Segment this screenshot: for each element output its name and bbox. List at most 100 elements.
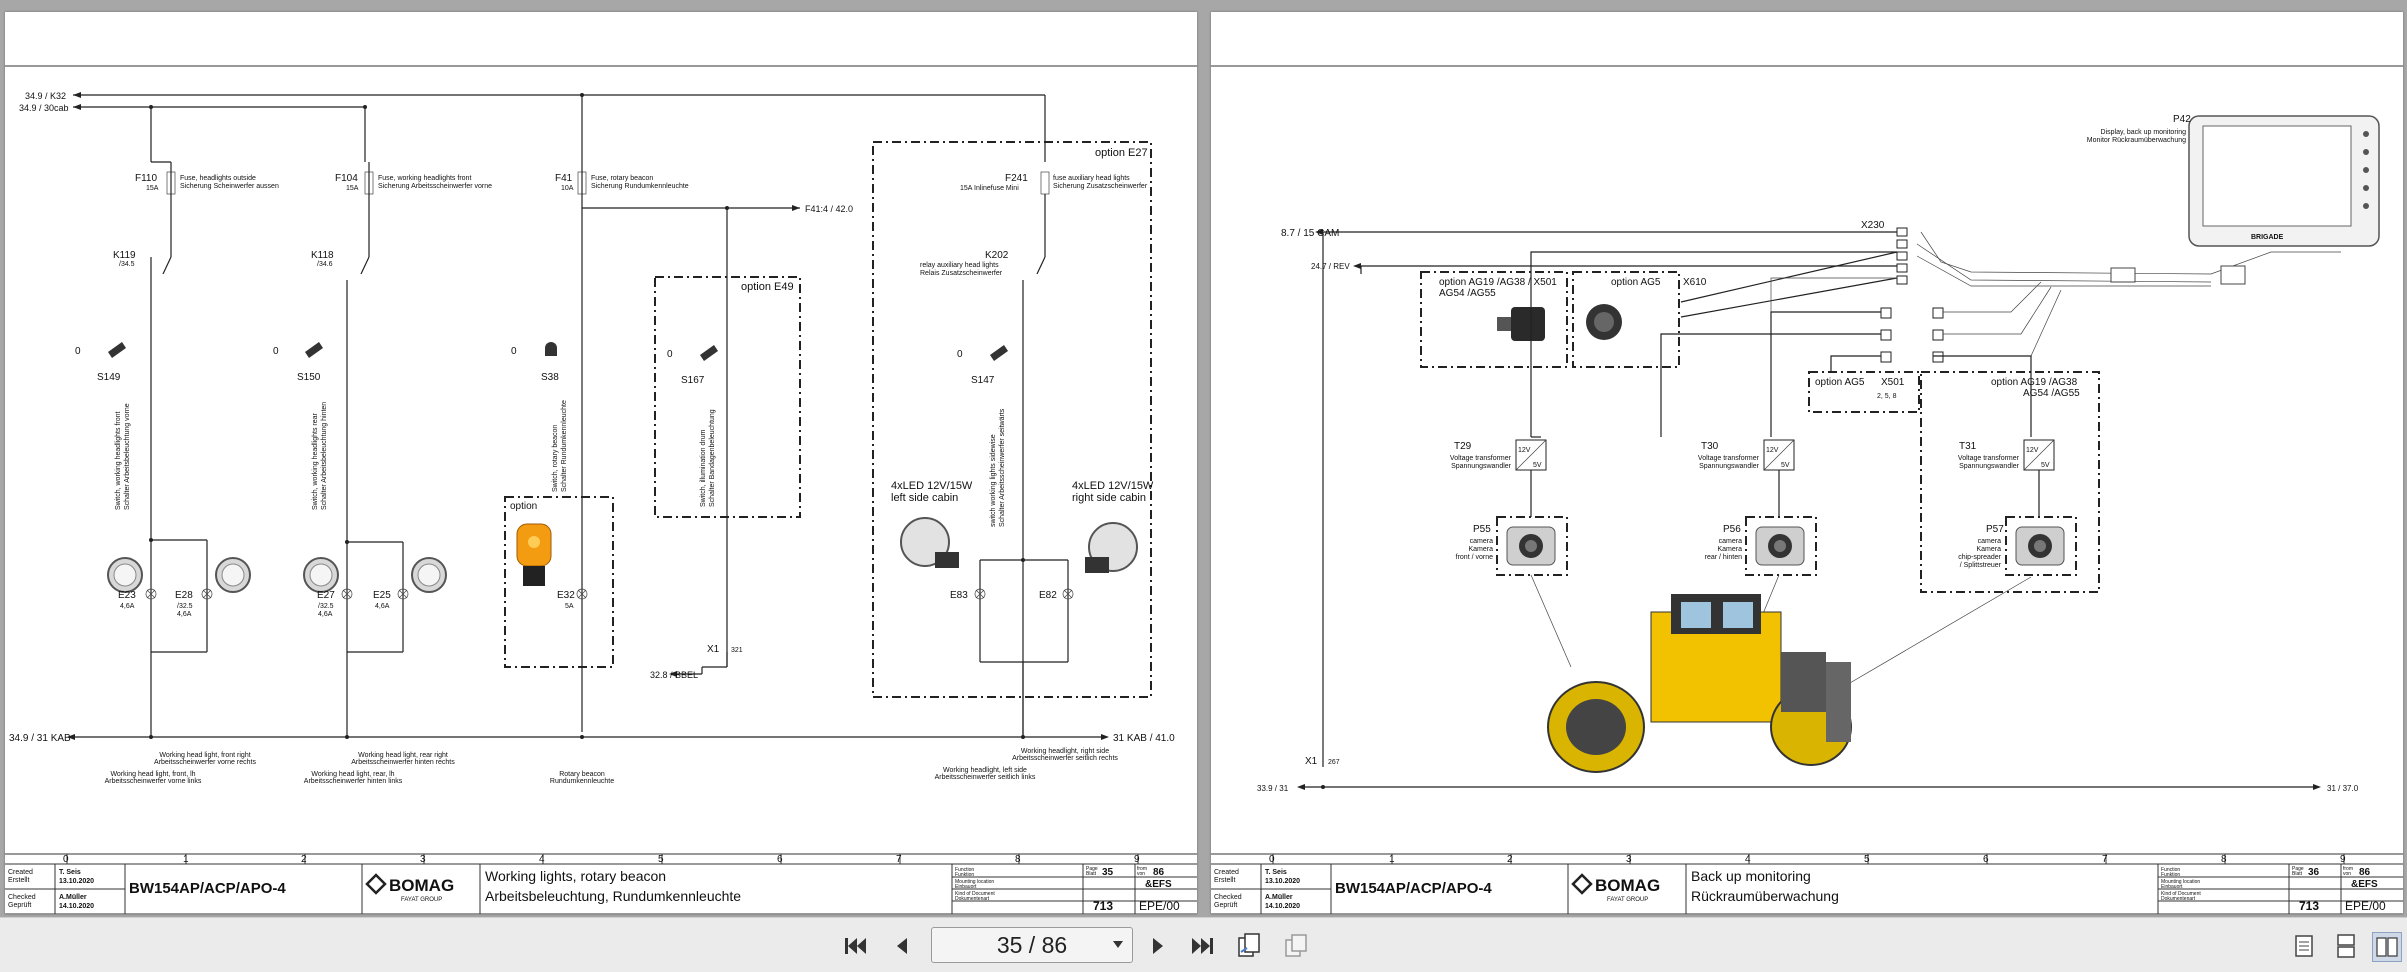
page-total: 86 — [2359, 867, 2371, 878]
first-page-icon[interactable] — [842, 932, 870, 960]
bus-left-2: 33.9 / 31 — [1257, 784, 1289, 793]
x230-label: X230 — [1861, 220, 1885, 231]
rev-ref: 24.7 / REV — [1311, 262, 1350, 271]
epe-code: EPE/00 — [1139, 899, 1180, 913]
two-page-icon[interactable] — [2372, 932, 2402, 962]
label-rear-right-de: Arbeitsscheinwerfer hinten rechts — [351, 759, 455, 766]
bomag-logo: BOMAG FAYAT GROUP — [365, 873, 454, 903]
col-0: 0 — [1269, 854, 1275, 865]
bbel-ref: 32.8 / BBEL — [650, 670, 698, 680]
option-ag5: option AG5 — [1611, 277, 1661, 288]
p57-label: P57 — [1986, 524, 2004, 535]
col-2: 2 — [1507, 854, 1513, 865]
page-number-select[interactable]: 35 / 86 — [931, 927, 1133, 963]
led-light-right-image — [1085, 522, 1138, 573]
switch-zero: 0 — [75, 346, 81, 357]
switch-zero: 0 — [511, 346, 517, 357]
p57-desc: camera — [1978, 538, 2001, 545]
connector-plug-image — [1497, 307, 1545, 341]
switch-zero: 0 — [957, 349, 963, 360]
p56-label: P56 — [1723, 524, 1741, 535]
e82-label: E82 — [1039, 590, 1057, 601]
s167-label: S167 — [681, 375, 705, 386]
x1-pin-2: 267 — [1328, 759, 1340, 766]
efs: &EFS — [1145, 879, 1172, 890]
option-ag19-right: option AG19 /AG38 — [1991, 377, 2078, 388]
label-rear-right: Working head light, rear right — [358, 752, 448, 759]
f104-desc-de: Sicherung Arbeitsscheinwerfer vorne — [378, 183, 492, 190]
prev-page-icon[interactable] — [888, 932, 916, 960]
function-label: Function — [2161, 867, 2180, 873]
v12: 12V — [1518, 447, 1531, 454]
label-front-right-de: Arbeitsscheinwerfer vorne rechts — [154, 759, 256, 766]
e23-amps: 4,6A — [120, 603, 135, 610]
led-right-label: 4xLED 12V/15W — [1072, 480, 1154, 492]
from-lbl: from — [2343, 866, 2353, 872]
option-e27: option E27 — [1095, 147, 1148, 159]
copy-icon[interactable] — [1282, 932, 1310, 960]
col-6: 6 — [777, 854, 783, 865]
next-page-icon[interactable] — [1144, 932, 1172, 960]
e28-label: E28 — [175, 590, 193, 601]
label-right-side: Working headlight, right side — [1021, 748, 1109, 755]
created-label: Created — [1214, 869, 1239, 876]
page-title: Back up monitoring — [1691, 868, 1811, 884]
switch-s149: 0 S149 Switch, working headlights front … — [75, 342, 131, 510]
monitor-p42-image: BRIGADE — [2188, 115, 2380, 247]
col-9: 9 — [2340, 854, 2346, 865]
p56-desc-de: Kamera — [1717, 546, 1742, 553]
s38-label: S38 — [541, 372, 559, 383]
rotate-icon[interactable] — [1235, 932, 1263, 960]
k119-ref: /34.5 — [119, 261, 135, 268]
schematic-back-up-monitoring: BRIGADE P42 Display, back up monitoring … — [1211, 65, 2403, 914]
f41-ref: F41:4 / 42.0 — [805, 204, 853, 214]
page-lbl-de: Blatt — [2292, 871, 2303, 877]
led-right-sub: right side cabin — [1072, 492, 1146, 504]
page-title-de: Arbeitsbeleuchtung, Rundumkennleuchte — [485, 888, 741, 904]
s167-desc: Switch, illumination drum — [700, 429, 707, 507]
page-lbl: Page — [1086, 866, 1098, 872]
switch-s147: 0 S147 switch working lights sidewise Sc… — [957, 345, 1008, 527]
x501-label: X501 — [1881, 377, 1905, 388]
kind-label: Kind of Document — [2161, 891, 2201, 897]
mounting-label: Mounting location — [2161, 879, 2200, 885]
led-left-label: 4xLED 12V/15W — [891, 480, 973, 492]
f41-label: F41 — [555, 173, 573, 184]
switch-s167: 0 S167 Switch, illumination drum Schalte… — [667, 345, 718, 507]
col-3: 3 — [1626, 854, 1632, 865]
socket-image — [1586, 304, 1622, 340]
option-e49: option E49 — [741, 281, 794, 293]
rotary-beacon-image — [516, 523, 552, 586]
created-date: 13.10.2020 — [1265, 878, 1300, 885]
t29-desc: Voltage transformer — [1450, 455, 1512, 462]
headlight-e25-image — [411, 557, 447, 593]
from-lbl-de: von — [1137, 871, 1145, 877]
creator: T. Seis — [59, 869, 81, 876]
option-ag19-b: AG54 /AG55 — [1439, 288, 1496, 299]
s147-desc: switch working lights sidewise — [990, 434, 997, 527]
last-page-icon[interactable] — [1188, 932, 1216, 960]
from-lbl-de: von — [2343, 871, 2351, 877]
label-front-left-de: Arbeitsscheinwerfer vorne links — [105, 778, 202, 785]
title-block: 0 1 2 3 4 5 6 7 8 9 Created Erstellt T. … — [5, 853, 1197, 914]
f241-label: F241 — [1005, 173, 1028, 184]
creator: T. Seis — [1265, 869, 1287, 876]
option-ag5-x501: option AG5 — [1815, 377, 1865, 388]
doc-number: 713 — [2299, 899, 2319, 913]
continuous-icon[interactable] — [2332, 932, 2360, 960]
v12: 12V — [1766, 447, 1779, 454]
created-label-de: Erstellt — [8, 877, 29, 884]
p55-desc: camera — [1470, 538, 1493, 545]
k202-desc: relay auxiliary head lights — [920, 262, 999, 269]
single-page-icon[interactable] — [2290, 932, 2318, 960]
led-light-left-image — [900, 517, 959, 568]
switch-s38: 0 S38 Switch, rotary beacon Schalter Run… — [511, 342, 568, 492]
label-right-side-de: Arbeitsscheinwerfer seitlich rechts — [1012, 755, 1118, 762]
transformer-t29: 12V 5V — [1515, 439, 1547, 471]
col-5: 5 — [658, 854, 664, 865]
x501-pins: 2, 5, 8 — [1877, 393, 1897, 400]
switch-zero: 0 — [667, 349, 673, 360]
created-label-de: Erstellt — [1214, 877, 1235, 884]
f104-amps: 15A — [346, 185, 359, 192]
label-left-side: Working headlight, left side — [943, 767, 1027, 774]
